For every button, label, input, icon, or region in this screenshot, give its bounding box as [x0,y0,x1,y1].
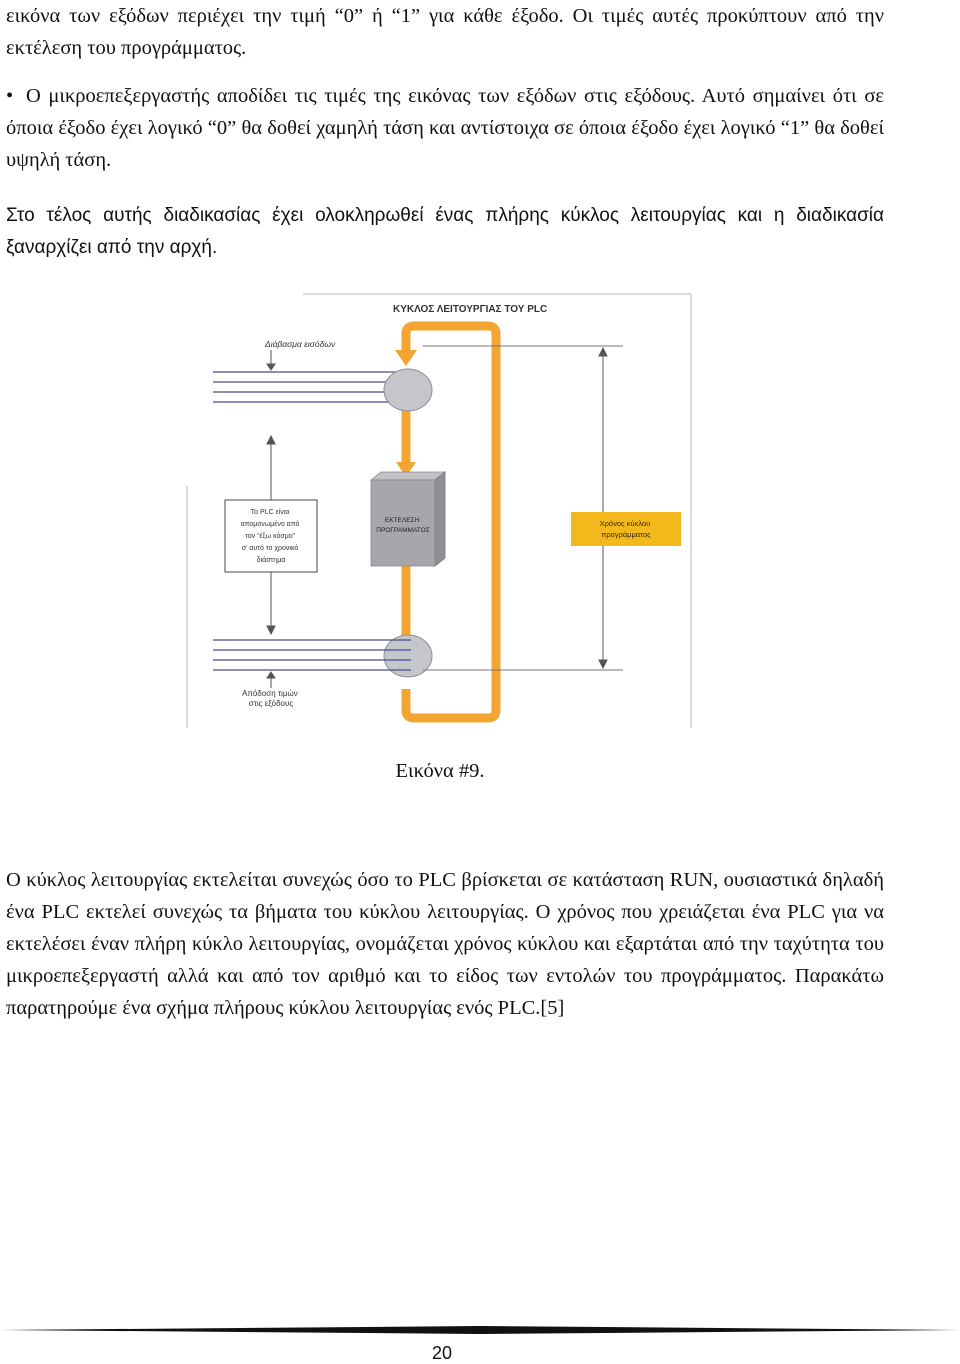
paragraph-run: Ο κύκλος λειτουργίας εκτελείται συνεχώς … [6,869,884,1019]
input-lines [213,371,411,403]
cycle-time-dimension [423,345,623,671]
input-arrow-indicator [266,350,276,371]
processor-block [369,471,447,567]
cycle-time-text: Χρόνος κύκλου προγράμματος [600,519,653,539]
paragraph-top: εικόνα των εξόδων περιέχει την τιμή “0” … [6,5,884,59]
cycle-arrow-head-top [395,350,417,366]
read-inputs-label: Διάβασμα εισόδων [264,339,336,349]
bullet-text: Ο μικροεπεξεργαστής αποδίδει τις τιμές τ… [6,85,884,171]
write-outputs-node [383,634,433,678]
isolated-bracket [266,434,276,636]
figure-title: ΚΥΚΛΟΣ ΛΕΙΤΟΥΡΓΙΑΣ ΤΟΥ PLC [393,304,547,315]
figure-caption: Εικόνα #9. [395,760,485,782]
footer-rule [0,1326,960,1334]
cycle-time-box [571,512,681,546]
cycle-arrow-loop [401,321,501,723]
plc-cycle-figure: ΚΥΚΛΟΣ ΛΕΙΤΟΥΡΓΙΑΣ ΤΟΥ PLC Διάβασμα εισό… [183,290,695,732]
read-inputs-node [383,368,433,412]
output-lines [213,639,411,671]
output-arrow-indicator [266,671,276,688]
page-number: 20 [431,1343,453,1363]
bullet-symbol: • [6,85,14,107]
cycle-arrow-head-mid [396,462,416,477]
isolated-note-box [224,499,318,573]
write-outputs-label: Απόδοση τιμών στις εξόδους [242,689,300,708]
paragraph-end-cycle: Στο τέλος αυτής διαδικασίας έχει ολοκληρ… [6,205,884,258]
isolated-note-text: Το PLC είναι απομονωμένο από τον “έξω κό… [241,508,302,564]
bullet-item: •Ο μικροεπεξεργαστής αποδίδει τις τιμές … [6,80,884,176]
execute-program-label: ΕΚΤΕΛΕΣΗ ΠΡΟΓΡΑΜΜΑΤΟΣ [376,517,429,534]
